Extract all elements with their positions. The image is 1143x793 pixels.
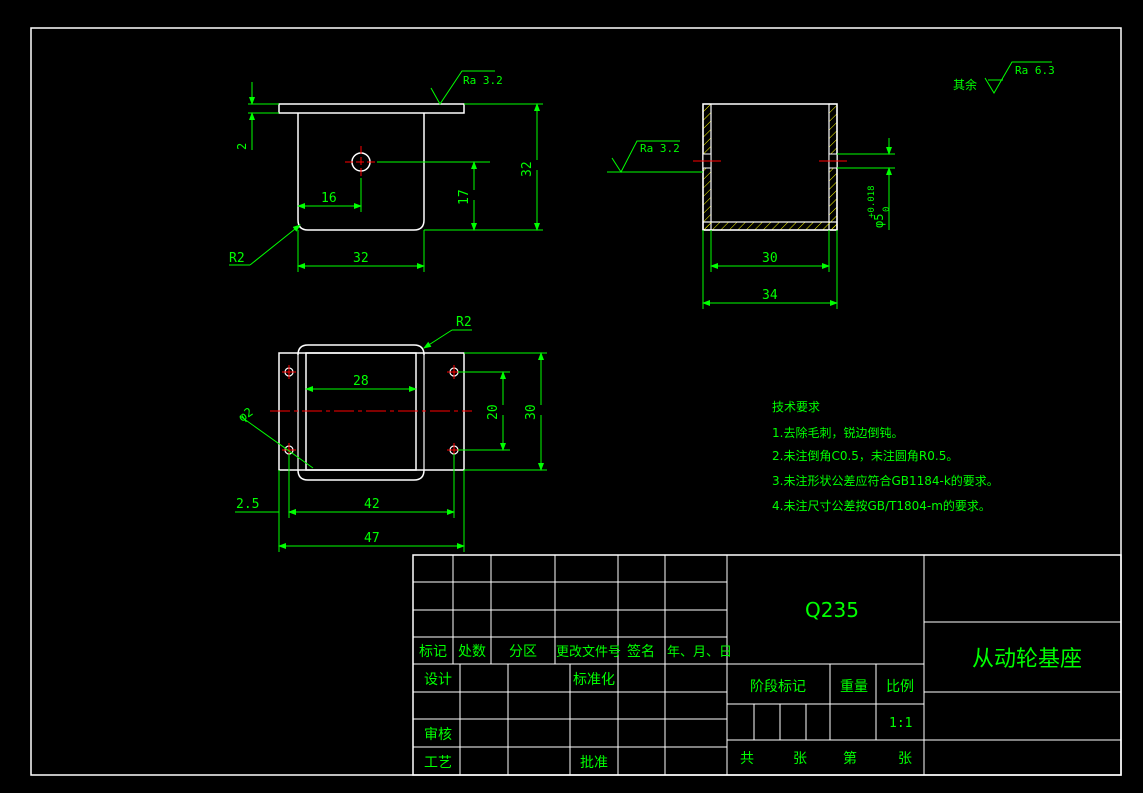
front-dim-width: 32: [353, 251, 369, 266]
top-dim-hole-spacing-x: 42: [364, 497, 380, 512]
label-process: 工艺: [424, 755, 452, 771]
title-block: [412, 554, 1122, 776]
top-dim-fillet: R2: [456, 315, 472, 330]
front-dim-height: 32: [520, 161, 535, 177]
side-view: Ra 3.2 φ5 +0.018 0 30 34: [607, 103, 895, 309]
side-hatch-bottom: [702, 221, 838, 231]
tech-req-item: 1.去除毛刺，锐边倒钝。: [772, 425, 903, 440]
roughness-symbol: [430, 70, 495, 105]
label-design: 设计: [424, 672, 452, 688]
front-dim-fillet: R2: [229, 251, 245, 266]
label-standardization: 标准化: [573, 672, 615, 688]
label-number: 第: [843, 750, 857, 767]
side-dim-inner: 30: [762, 251, 778, 266]
side-outline: [702, 103, 838, 231]
top-dim-length: 47: [364, 531, 380, 546]
top-dim-edge-offset: 2.5: [236, 497, 259, 512]
front-view: Ra 3.2 2 32 17 16: [229, 70, 543, 272]
label-weight: 重量: [840, 679, 868, 695]
top-dim-hole-dia: φ2: [236, 405, 256, 425]
top-dim-hole-spacing-y: 20: [486, 404, 501, 420]
top-dim-depth: 30: [524, 404, 539, 420]
rev-header: 年、月、日: [667, 645, 732, 660]
general-roughness-prefix: 其余: [953, 77, 977, 92]
front-body-outline: [297, 113, 425, 231]
side-dim-outer: 34: [762, 288, 778, 303]
roughness-front-label: Ra 3.2: [463, 74, 503, 87]
label-approval: 批准: [580, 755, 608, 771]
tech-req-title: 技术要求: [772, 400, 820, 414]
label-scale: 比例: [886, 679, 914, 695]
rev-header: 处数: [458, 644, 486, 660]
roughness-side-label: Ra 3.2: [640, 142, 680, 155]
rev-header: 标记: [419, 644, 447, 660]
side-dim-hole-dia: φ5: [872, 214, 886, 228]
top-view: 28 R2 φ2 20 30: [235, 315, 547, 552]
front-dim-hole-offset: 16: [321, 191, 337, 206]
front-dim-hole-height: 17: [457, 189, 472, 205]
tech-req-item: 2.未注倒角C0.5，未注圆角R0.5。: [772, 448, 958, 463]
label-review: 审核: [424, 727, 452, 743]
top-dim-inner: 28: [353, 374, 369, 389]
tech-req-item: 4.未注尺寸公差按GB/T1804-m的要求。: [772, 498, 991, 513]
tech-req-item: 3.未注形状公差应符合GB1184-k的要求。: [772, 473, 999, 488]
rev-header: 分区: [509, 644, 537, 660]
general-roughness-label: Ra 6.3: [1015, 64, 1055, 77]
side-dim-hole-tol: +0.018: [867, 185, 877, 218]
part-name: 从动轮基座: [972, 647, 1082, 672]
front-flange: [278, 103, 465, 114]
rev-header: 签名: [627, 643, 655, 660]
material: Q235: [805, 598, 859, 622]
title-block-text: 标记 处数 分区 更改文件号 签名 年、月、日 设计 标准化 审核 工艺 批准 …: [419, 598, 1082, 771]
label-stage-mark: 阶段标记: [750, 679, 806, 695]
front-dim-flange: 2: [235, 143, 249, 150]
general-roughness: 其余 Ra 6.3: [953, 61, 1055, 94]
top-body-outline: [297, 344, 425, 481]
scale-value: 1:1: [889, 716, 912, 731]
label-total: 共: [740, 751, 754, 767]
rev-header: 更改文件号: [556, 645, 621, 660]
label-sheet-2: 张: [898, 751, 912, 767]
drawing-border: [30, 27, 1122, 776]
label-sheet: 张: [793, 751, 807, 767]
tech-requirements: 技术要求 1.去除毛刺，锐边倒钝。 2.未注倒角C0.5，未注圆角R0.5。 3…: [772, 400, 999, 513]
side-dim-hole-tol-low: 0: [882, 207, 892, 212]
